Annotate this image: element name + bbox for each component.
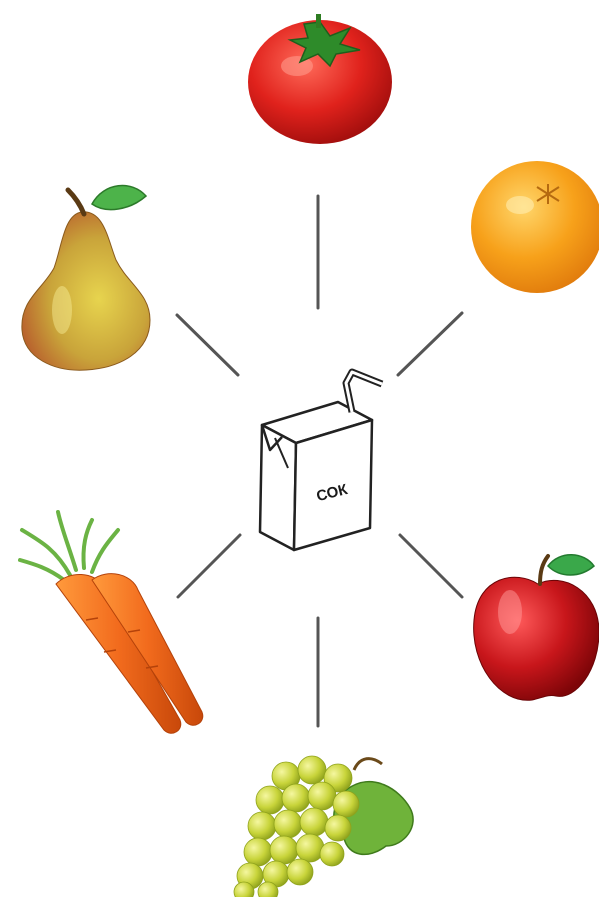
- connector-line-pear: [177, 315, 238, 375]
- tomato-icon: [248, 14, 392, 144]
- grapes-icon: [234, 756, 413, 897]
- connector-line-carrot: [178, 535, 240, 597]
- connector-line-apple: [400, 535, 462, 597]
- pear-icon: [22, 186, 150, 371]
- apple-icon: [474, 555, 599, 701]
- juice-box-icon: СОК: [260, 372, 382, 550]
- orange-icon: [471, 161, 599, 293]
- carrot-icon: [20, 512, 203, 733]
- connector-line-orange: [398, 313, 462, 375]
